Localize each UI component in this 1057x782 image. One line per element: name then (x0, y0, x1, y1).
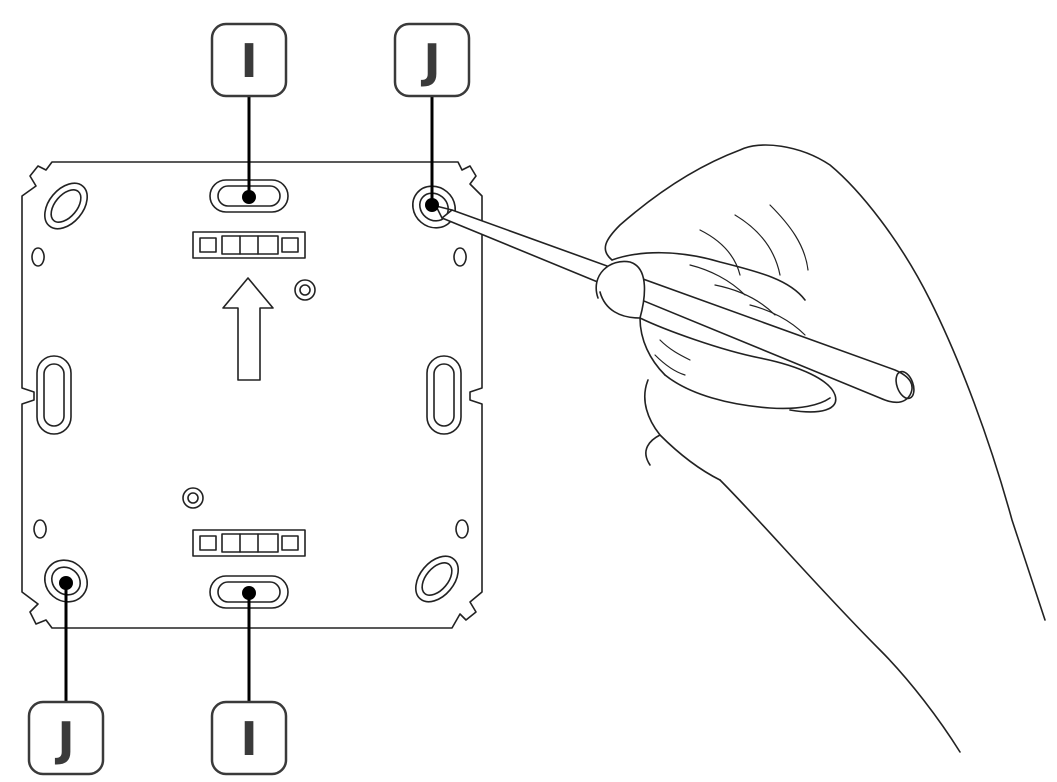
callout-j-top: J (393, 22, 471, 98)
mounting-plate (21, 161, 483, 629)
callout-j-top-label: J (420, 34, 440, 88)
leader-top-left (242, 96, 256, 204)
callout-i-top: I (210, 22, 288, 98)
small-hole (453, 247, 467, 267)
callout-i-top-label: I (240, 34, 257, 88)
leader-top-right (425, 96, 439, 212)
slot-left-center (36, 355, 72, 435)
hole-bottom-left (44, 559, 88, 603)
clip-top (192, 231, 306, 259)
clip-bottom (192, 529, 306, 557)
round-hole (182, 487, 204, 509)
up-arrow-icon (222, 277, 274, 381)
small-hole (31, 247, 45, 267)
small-hole (455, 519, 469, 539)
callout-j-bottom: J (27, 700, 105, 776)
slot-top-left (44, 182, 88, 230)
leader-bottom-right (242, 586, 256, 702)
hand-with-pencil (435, 144, 1046, 753)
small-hole (33, 519, 47, 539)
round-hole (294, 279, 316, 301)
pencil-icon (435, 205, 915, 404)
slot-right-center (426, 355, 462, 435)
leader-bottom-left (59, 576, 73, 702)
slot-bottom-right (415, 555, 459, 603)
callout-j-bottom-label: J (54, 712, 74, 766)
callout-i-bottom-label: I (240, 712, 257, 766)
callout-i-bottom: I (210, 700, 288, 776)
